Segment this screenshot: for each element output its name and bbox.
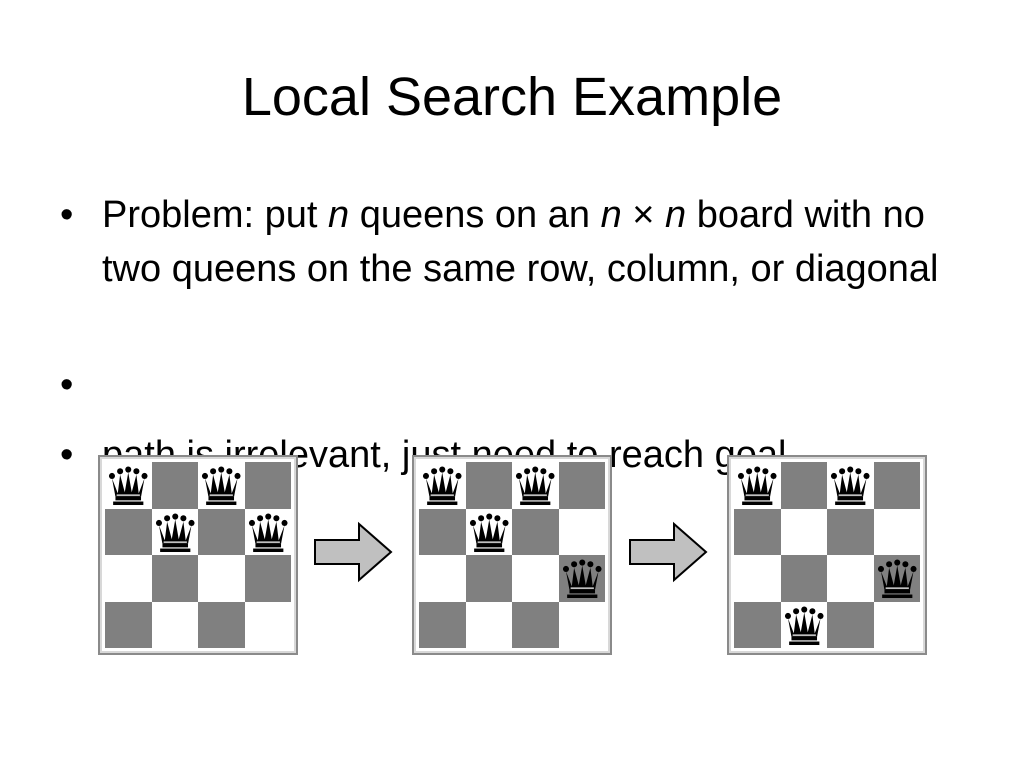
text-run: × — [621, 194, 666, 236]
bullet-dot: • — [60, 194, 74, 236]
bullet-dot: • — [60, 364, 74, 406]
queen-icon — [152, 509, 199, 556]
text-run: Problem: put — [102, 194, 328, 236]
board-square — [465, 555, 512, 602]
board-square — [512, 508, 559, 555]
board-square — [827, 601, 874, 648]
board-square — [419, 508, 466, 555]
board-square — [558, 601, 605, 648]
board-square — [734, 601, 781, 648]
queen-icon — [105, 462, 152, 509]
bullet-dot: • — [60, 434, 74, 476]
board-square — [780, 508, 827, 555]
board-square — [873, 508, 920, 555]
right-arrow-icon — [629, 521, 708, 583]
chessboard-3 — [727, 455, 927, 655]
board-square — [198, 555, 245, 602]
board-square — [827, 555, 874, 602]
board-square — [105, 555, 152, 602]
board-square — [105, 508, 152, 555]
queen-icon — [198, 462, 245, 509]
board-square — [198, 601, 245, 648]
queen-icon — [559, 555, 606, 602]
board-square — [465, 601, 512, 648]
italic-n: n — [328, 194, 350, 236]
board-square — [151, 555, 198, 602]
right-arrow-icon — [314, 521, 393, 583]
board-square — [244, 601, 291, 648]
board-square — [558, 462, 605, 509]
chessboard-2 — [412, 455, 612, 655]
queen-icon — [781, 602, 828, 649]
queen-icon — [466, 509, 513, 556]
queen-icon — [734, 462, 781, 509]
board-square — [419, 601, 466, 648]
board-square — [105, 601, 152, 648]
board-square — [734, 555, 781, 602]
queen-icon — [245, 509, 292, 556]
queen-icon — [874, 555, 921, 602]
board-square — [512, 601, 559, 648]
board-square — [558, 508, 605, 555]
board-square — [873, 601, 920, 648]
chessboard-1 — [98, 455, 298, 655]
board-square — [198, 508, 245, 555]
italic-n: n — [600, 194, 622, 236]
italic-n: n — [665, 194, 687, 236]
board-square — [873, 462, 920, 509]
board-square — [734, 508, 781, 555]
board-square — [244, 462, 291, 509]
board-square — [465, 462, 512, 509]
bullet-text-problem: Problem: put n queens on an n × n board … — [102, 188, 962, 296]
text-run: board with no two queens on the same row… — [102, 194, 939, 290]
text-run: queens on an — [349, 194, 601, 236]
queen-icon — [827, 462, 874, 509]
board-square — [419, 555, 466, 602]
board-square — [827, 508, 874, 555]
board-square — [151, 462, 198, 509]
board-square — [244, 555, 291, 602]
board-square — [512, 555, 559, 602]
board-square — [780, 462, 827, 509]
slide-title: Local Search Example — [241, 67, 783, 127]
queen-icon — [419, 462, 466, 509]
board-square — [780, 555, 827, 602]
queen-icon — [512, 462, 559, 509]
board-square — [151, 601, 198, 648]
